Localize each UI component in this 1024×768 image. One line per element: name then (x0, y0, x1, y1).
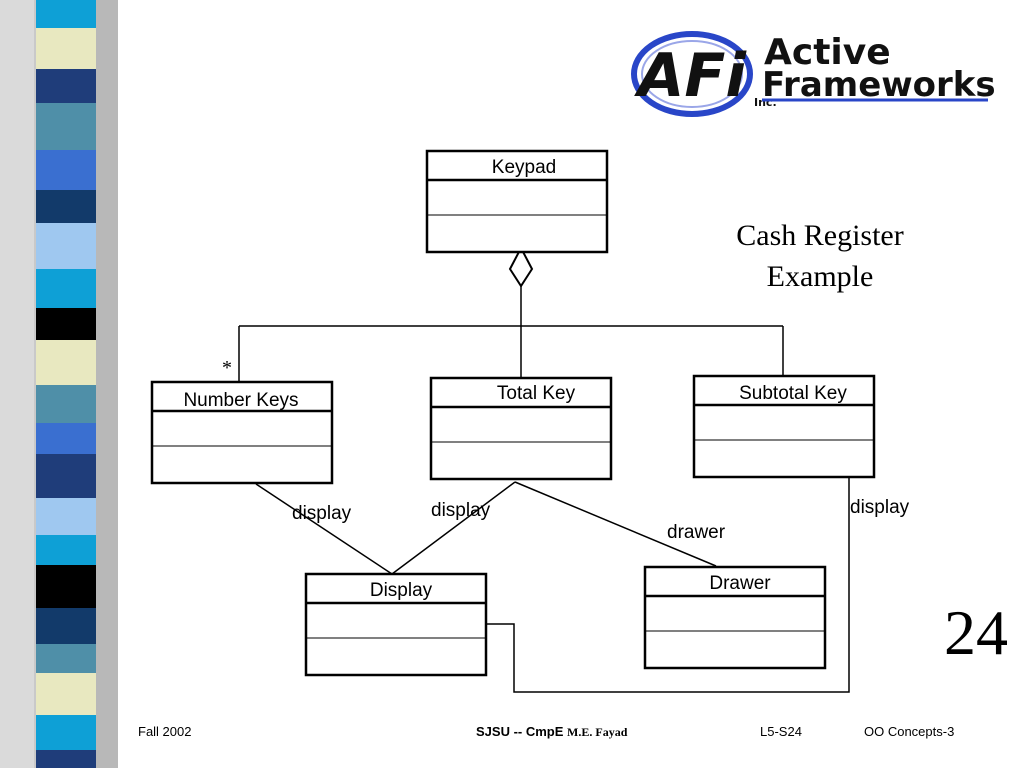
assoc-total-key-drawer (514, 481, 717, 567)
stripe-block (36, 385, 96, 423)
stripe-block (36, 715, 96, 750)
class-name: Number Keys (183, 390, 298, 411)
stripe-block (36, 535, 96, 565)
assoc-label-display-2: display (431, 500, 491, 521)
slide-number: 24 (944, 597, 1008, 668)
class-name: Subtotal Key (739, 383, 847, 404)
assoc-label-drawer: drawer (667, 522, 726, 543)
footer-term: Fall 2002 (138, 724, 192, 739)
footer-topic: OO Concepts-3 (864, 724, 955, 739)
stripe-block (36, 423, 96, 454)
assoc-number-keys-display (255, 483, 393, 575)
stripe-block (36, 223, 96, 269)
stripe-block (36, 565, 96, 608)
stripe-block (36, 608, 96, 644)
class-drawer: Drawer (643, 565, 827, 670)
stripe-block (36, 750, 96, 768)
class-subtotal-key: Subtotal Key (692, 374, 876, 479)
company-logo: AFi Active Frameworks Inc. (631, 31, 996, 117)
class-total-key: Total Key (429, 376, 613, 481)
footer-course-author: SJSU -- CmpE M.E. Fayad (476, 724, 627, 740)
footer-slide-ref: L5-S24 (760, 724, 802, 739)
stripe-block (36, 498, 96, 535)
assoc-total-key-display (391, 481, 516, 575)
class-name: Total Key (497, 383, 576, 404)
assoc-label-display-1: display (292, 503, 352, 524)
decorative-stripe (0, 0, 118, 768)
stripe-block (36, 150, 96, 190)
logo-mark: AFi (634, 41, 747, 111)
class-name: Keypad (492, 157, 556, 178)
stripe-block (36, 103, 96, 150)
aggregation-diamond-icon (508, 245, 534, 288)
stripe-block (36, 69, 96, 103)
assoc-subtotal-key-display (486, 478, 850, 693)
stripe-block (36, 190, 96, 223)
stripe-block (36, 340, 96, 385)
logo-line2: Frameworks (762, 65, 996, 105)
stripe-block (36, 0, 96, 28)
class-number-keys: Number Keys (150, 380, 334, 485)
slide-title-line1: Cash Register (736, 219, 904, 252)
logo-line1: Active (764, 32, 891, 73)
multiplicity-label: * (222, 357, 232, 379)
stripe-block (36, 28, 96, 69)
slide-title-line2: Example (766, 260, 874, 293)
stripe-block (36, 673, 96, 715)
footer-course: SJSU -- CmpE (476, 724, 564, 739)
class-name: Display (370, 580, 433, 601)
class-display: Display (304, 572, 488, 677)
stripe-block (36, 454, 96, 498)
class-name: Drawer (709, 573, 771, 594)
assoc-label-display-3: display (850, 497, 910, 518)
stripe-block (36, 269, 96, 308)
stripe-block (36, 308, 96, 340)
class-keypad: Keypad (425, 149, 609, 254)
footer-author: M.E. Fayad (567, 725, 628, 739)
stripe-block (36, 644, 96, 673)
